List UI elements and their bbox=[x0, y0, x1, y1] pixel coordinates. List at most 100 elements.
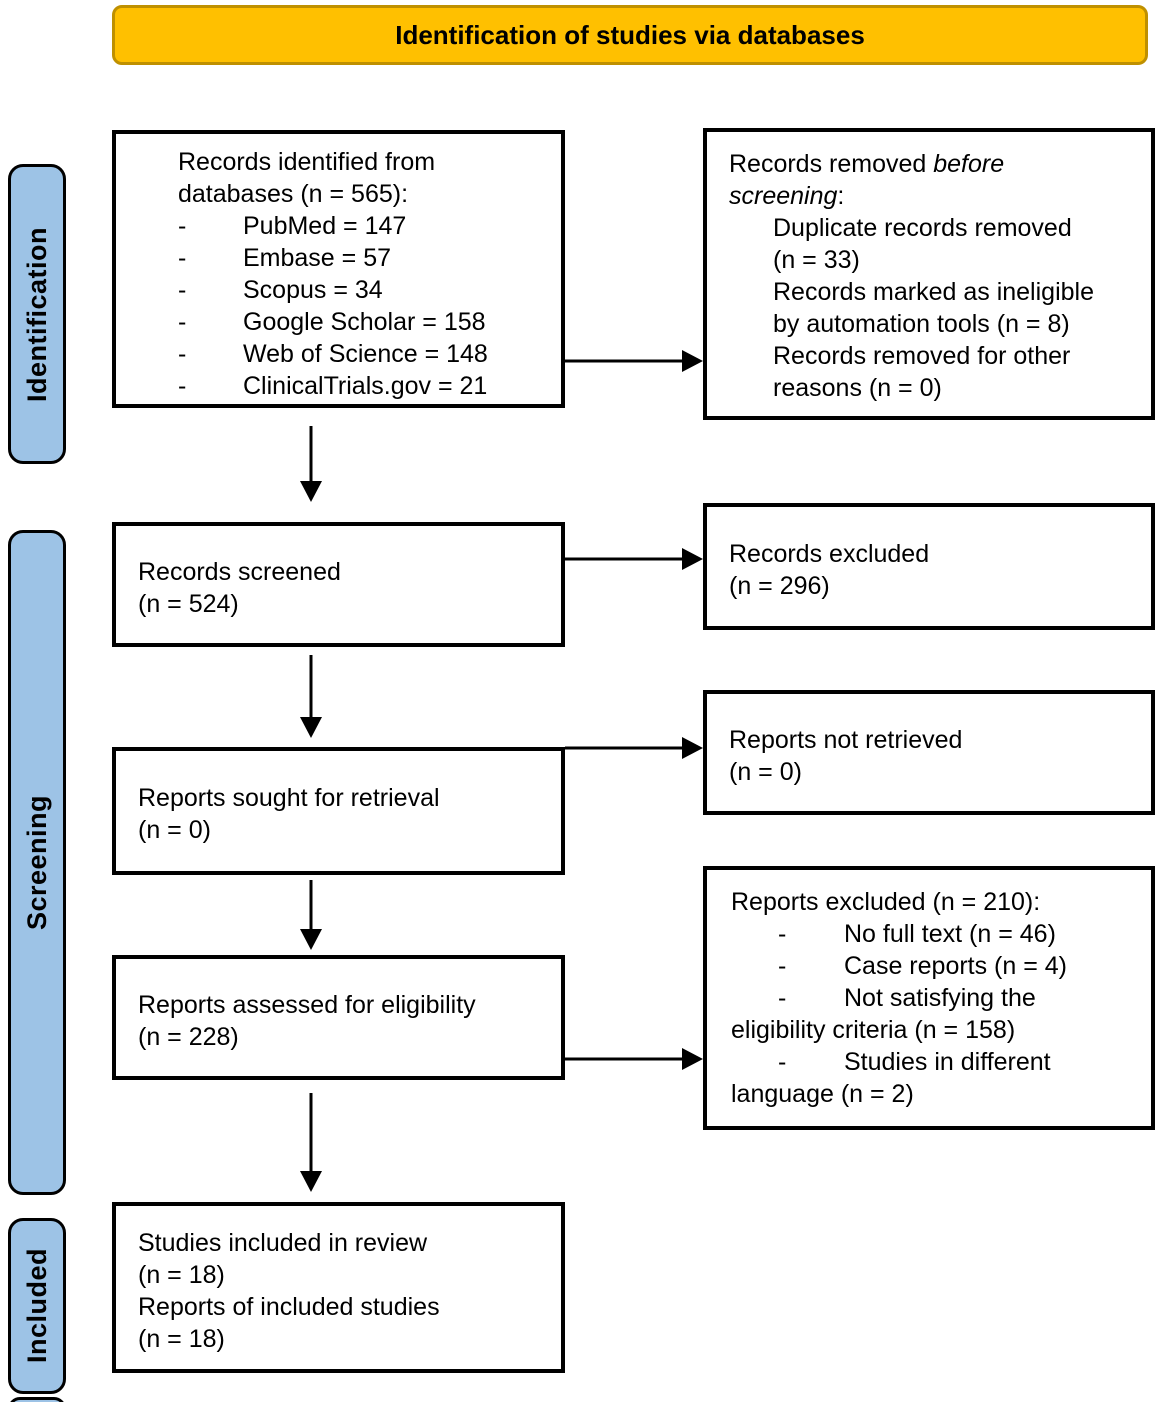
dash-glyph: - bbox=[178, 276, 187, 304]
line: Records removed for other bbox=[773, 342, 1071, 370]
line: (n = 33) bbox=[773, 246, 860, 274]
dash-glyph: - bbox=[778, 1048, 787, 1076]
box-studies-included: Studies included in review (n = 18) Repo… bbox=[112, 1202, 565, 1373]
sidebar-included: Included bbox=[8, 1218, 66, 1394]
line: language (n = 2) bbox=[731, 1080, 914, 1108]
line: - ClinicalTrials.gov = 21 bbox=[178, 370, 551, 402]
line: (n = 228) bbox=[138, 1022, 239, 1051]
line: Reports assessed for eligibility bbox=[138, 990, 476, 1019]
line: - Not satisfying the bbox=[778, 982, 1143, 1014]
dash-glyph: - bbox=[778, 984, 787, 1012]
line: Reports excluded (n = 210): bbox=[731, 888, 1041, 916]
arrow-shaft bbox=[565, 1057, 687, 1061]
db-count: Web of Science = 148 bbox=[243, 340, 488, 368]
dash-glyph: - bbox=[178, 372, 187, 400]
box-reports-not-retrieved: Reports not retrieved (n = 0) bbox=[703, 690, 1155, 815]
line: screening: bbox=[729, 180, 1141, 212]
line: Duplicate records removed bbox=[773, 214, 1072, 242]
sidebar-stub bbox=[8, 1397, 66, 1402]
line: - Embase = 57 bbox=[178, 242, 551, 274]
title-italic: screening bbox=[729, 182, 838, 210]
arrow-assessed-to-excluded bbox=[565, 1048, 703, 1070]
box-reports-assessed: Reports assessed for eligibility (n = 22… bbox=[112, 955, 565, 1080]
box-records-identified: Records identified from databases (n = 5… bbox=[112, 130, 565, 408]
line: (n = 296) bbox=[729, 571, 830, 600]
dash-glyph: - bbox=[178, 340, 187, 368]
excluded-reason: Case reports (n = 4) bbox=[844, 952, 1068, 980]
arrow-head-icon bbox=[300, 481, 322, 502]
line: - Case reports (n = 4) bbox=[778, 950, 1143, 982]
arrow-head-icon bbox=[300, 1171, 322, 1192]
line: - Studies in different bbox=[778, 1046, 1143, 1078]
db-count: Google Scholar = 158 bbox=[243, 308, 486, 336]
arrow-shaft bbox=[565, 359, 687, 363]
title-colon: : bbox=[837, 182, 845, 210]
box-records-excluded: Records excluded (n = 296) bbox=[703, 503, 1155, 630]
dash-glyph: - bbox=[778, 952, 787, 980]
arrow-identified-to-removed bbox=[565, 350, 703, 372]
arrow-head-icon bbox=[300, 717, 322, 738]
line: (n = 0) bbox=[729, 757, 802, 786]
db-count: Embase = 57 bbox=[243, 244, 392, 272]
db-count: Scopus = 34 bbox=[243, 276, 383, 304]
line: (n = 18) bbox=[138, 1324, 225, 1353]
arrow-shaft bbox=[565, 557, 687, 561]
arrow-shaft bbox=[565, 746, 687, 750]
arrow-head-icon bbox=[300, 929, 322, 950]
line: (n = 0) bbox=[138, 816, 211, 844]
arrow-assessed-to-included bbox=[299, 1093, 323, 1192]
line: databases (n = 565): bbox=[178, 180, 409, 208]
box-records-removed: Records removed before screening: Duplic… bbox=[703, 128, 1155, 420]
line: eligibility criteria (n = 158) bbox=[731, 1016, 1016, 1044]
box-records-screened: Records screened (n = 524) bbox=[112, 522, 565, 647]
excluded-reason: Not satisfying the bbox=[844, 984, 1036, 1012]
db-count: PubMed = 147 bbox=[243, 212, 407, 240]
arrow-head-icon bbox=[682, 548, 703, 570]
arrow-head-icon bbox=[682, 350, 703, 372]
box-reports-excluded: Reports excluded (n = 210): - No full te… bbox=[703, 866, 1155, 1130]
line: - Google Scholar = 158 bbox=[178, 306, 551, 338]
line: - Web of Science = 148 bbox=[178, 338, 551, 370]
line: Reports not retrieved bbox=[729, 725, 963, 754]
banner-title: Identification of studies via databases bbox=[395, 20, 865, 50]
line: by automation tools (n = 8) bbox=[773, 310, 1070, 338]
box-reports-sought: Reports sought for retrieval (n = 0) bbox=[112, 747, 565, 875]
title-normal: Records removed bbox=[729, 150, 934, 178]
arrow-head-icon bbox=[682, 1048, 703, 1070]
sidebar-included-label: Included bbox=[22, 1248, 52, 1364]
line: Records marked as ineligible bbox=[773, 278, 1094, 306]
sidebar-identification: Identification bbox=[8, 164, 66, 464]
title-italic: before bbox=[933, 150, 1005, 178]
banner: Identification of studies via databases bbox=[112, 5, 1148, 65]
sidebar-screening: Screening bbox=[8, 530, 66, 1195]
sidebar-screening-label: Screening bbox=[22, 794, 52, 931]
line: Records identified from bbox=[178, 148, 436, 176]
arrow-identified-to-screened bbox=[299, 426, 323, 502]
dash-glyph: - bbox=[778, 920, 787, 948]
arrow-sought-to-not-retrieved bbox=[565, 737, 703, 759]
line: Reports sought for retrieval bbox=[138, 784, 440, 812]
arrow-screened-to-excluded bbox=[565, 548, 703, 570]
dash-glyph: - bbox=[178, 212, 187, 240]
dash-glyph: - bbox=[178, 244, 187, 272]
arrow-shaft bbox=[309, 880, 313, 934]
line: Reports of included studies bbox=[138, 1292, 440, 1321]
line: Records screened bbox=[138, 557, 341, 586]
arrow-screened-to-sought bbox=[299, 655, 323, 738]
sidebar-identification-label: Identification bbox=[22, 226, 52, 402]
arrow-shaft bbox=[309, 655, 313, 722]
line: Records removed before bbox=[729, 148, 1141, 180]
excluded-reason: Studies in different bbox=[844, 1048, 1051, 1076]
line: - No full text (n = 46) bbox=[778, 918, 1143, 950]
arrow-shaft bbox=[309, 426, 313, 486]
dash-glyph: - bbox=[178, 308, 187, 336]
line: reasons (n = 0) bbox=[773, 374, 942, 402]
line: Records excluded bbox=[729, 539, 930, 568]
db-count: ClinicalTrials.gov = 21 bbox=[243, 372, 488, 400]
line: Studies included in review bbox=[138, 1228, 428, 1257]
line: - PubMed = 147 bbox=[178, 210, 551, 242]
line: (n = 18) bbox=[138, 1260, 225, 1289]
arrow-shaft bbox=[309, 1093, 313, 1176]
line: (n = 524) bbox=[138, 589, 239, 618]
